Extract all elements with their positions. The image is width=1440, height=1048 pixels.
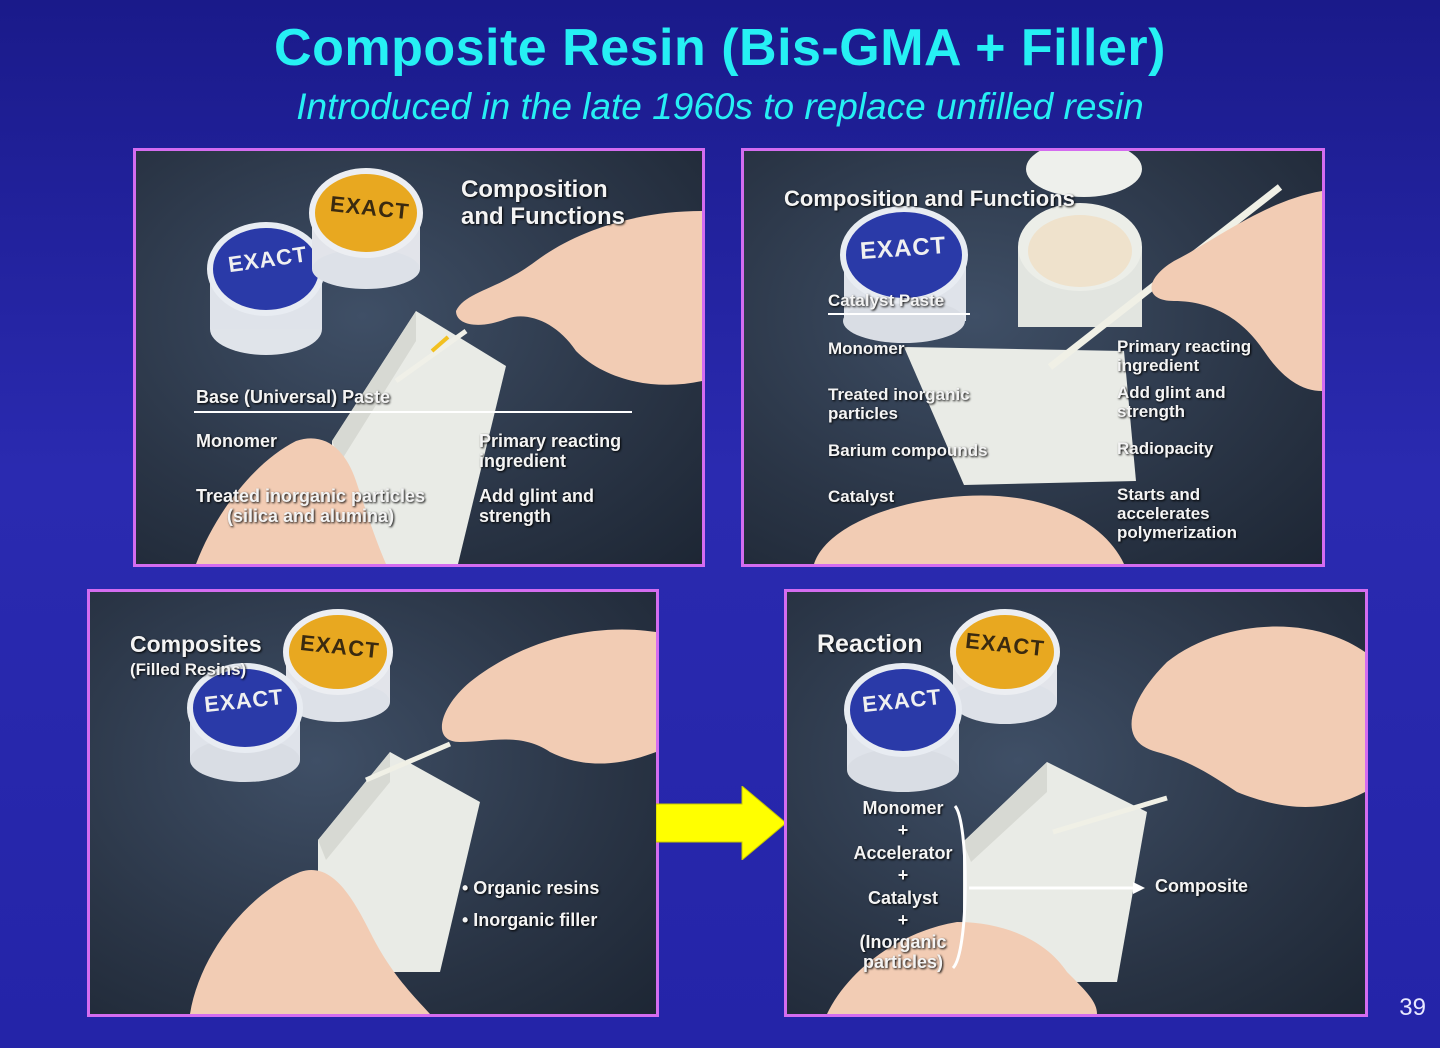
- row-item: Catalyst: [828, 487, 895, 506]
- panel-heading: Reaction: [817, 630, 923, 658]
- jar-label-blue: EXACT: [859, 232, 948, 265]
- row-function: Add glint and strength: [1117, 383, 1226, 422]
- panel-base-paste: EXACT EXACT Composition and Functions Ba…: [133, 148, 705, 567]
- panel-heading: Composition and Functions: [461, 176, 625, 230]
- panel-composites-photo: [187, 609, 656, 1014]
- plus-sign: +: [897, 865, 909, 885]
- row-function: Add glint and strength: [479, 486, 594, 527]
- row-item: Treated inorganic particles (silica and …: [196, 486, 426, 527]
- slide-title: Composite Resin (Bis-GMA + Filler): [274, 19, 1166, 77]
- panel-catalyst-paste: EXACT Composition and Functions Catalyst…: [741, 148, 1325, 567]
- bullet-item: • Organic resins: [462, 878, 600, 898]
- reaction-component: (Inorganic particles): [859, 932, 947, 973]
- reaction-result: Composite: [1155, 876, 1249, 896]
- right-arrow-icon: [656, 786, 786, 860]
- plus-sign: +: [897, 820, 909, 840]
- panel-catalyst-paste-photo: [814, 151, 1322, 564]
- section-label: Catalyst Paste: [828, 291, 945, 310]
- panel-reaction: EXACT EXACT Reaction Monomer + Accelerat…: [784, 589, 1368, 1017]
- row-function: Primary reacting ingredient: [479, 431, 622, 472]
- row-function: Primary reacting ingredient: [1117, 337, 1252, 376]
- row-item: Monomer: [828, 339, 905, 358]
- row-function: Starts and accelerates polymerization: [1117, 485, 1237, 543]
- plus-sign: +: [897, 910, 909, 930]
- panel-composites: EXACT EXACT Composites (Filled Resins) •…: [87, 589, 659, 1017]
- row-item: Treated inorganic particles: [828, 385, 970, 424]
- reaction-component: Monomer: [862, 798, 944, 818]
- panel-heading: Composites: [130, 631, 262, 657]
- row-item: Monomer: [196, 431, 277, 451]
- bullet-item: • Inorganic filler: [462, 910, 598, 930]
- panel-reaction-photo: [827, 609, 1365, 1014]
- reaction-component: Accelerator: [853, 843, 953, 863]
- panel-heading: Composition and Functions: [784, 186, 1075, 211]
- page-number: 39: [1399, 994, 1426, 1021]
- reaction-component: Catalyst: [867, 888, 939, 908]
- section-label: Base (Universal) Paste: [196, 387, 391, 407]
- row-item: Barium compounds: [828, 441, 988, 460]
- slide-subtitle: Introduced in the late 1960s to replace …: [296, 86, 1144, 127]
- row-function: Radiopacity: [1117, 439, 1214, 458]
- panel-subheading: (Filled Resins): [130, 660, 247, 679]
- panel-base-paste-photo: [194, 168, 702, 564]
